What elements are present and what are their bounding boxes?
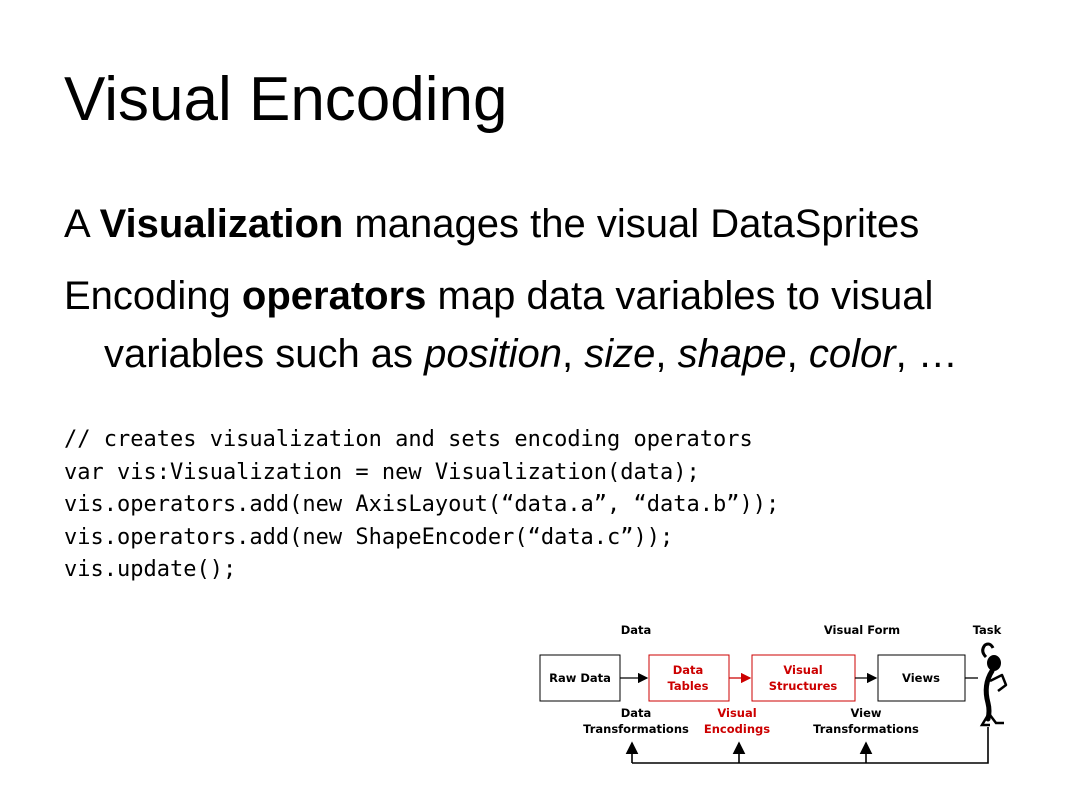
label-visual-encodings: Visual	[717, 706, 756, 720]
code-line: var vis:Visualization = new Visualizatio…	[64, 459, 700, 485]
label-view-transformations: View	[850, 706, 881, 720]
code-line: vis.operators.add(new AxisLayout(“data.a…	[64, 492, 780, 517]
term-shape: shape	[677, 332, 787, 376]
bullet-visualization: A Visualization manages the visual DataS…	[64, 200, 919, 248]
feedback-loop-line	[632, 727, 989, 764]
bullet-text: A	[64, 202, 100, 246]
bullet-text: manages the visual DataSprites	[343, 202, 920, 246]
label-data-transformations: Data	[621, 706, 652, 720]
code-line: // creates visualization and sets encodi…	[64, 427, 753, 452]
bullet-text: variables such as	[104, 332, 425, 376]
slide-title: Visual Encoding	[64, 65, 508, 134]
label-visual-form: Visual Form	[824, 623, 900, 637]
label-data-transformations: Transformations	[583, 722, 689, 736]
box-views-label: Views	[902, 671, 940, 685]
bullet-bold-term: Visualization	[99, 202, 344, 246]
box-raw-data-label: Raw Data	[549, 671, 611, 685]
bullet-bold-term: operators	[241, 274, 427, 318]
pipeline-diagram: Data Visual Form Task Raw Data Data Tabl…	[539, 623, 1008, 764]
label-visual-encodings: Encodings	[704, 722, 770, 736]
code-block: // creates visualization and sets encodi…	[64, 424, 779, 587]
code-line: vis.operators.add(new ShapeEncoder(“data…	[64, 524, 674, 550]
box-raw-data	[539, 654, 621, 702]
bullet-text: , …	[895, 332, 958, 376]
bullet-operators-continuation: variables such as position, size, shape,…	[104, 330, 958, 378]
box-views	[877, 654, 966, 702]
box-data-tables-label: Tables	[668, 679, 709, 693]
separator: ,	[655, 332, 678, 376]
box-data-tables	[648, 654, 730, 702]
box-visual-structures	[751, 654, 856, 702]
label-view-transformations: Transformations	[813, 722, 919, 736]
code-line: vis.update();	[64, 557, 237, 582]
bullet-operators: Encoding operators map data variables to…	[64, 272, 933, 320]
term-color: color	[808, 332, 896, 376]
term-size: size	[584, 332, 656, 376]
separator: ,	[562, 332, 585, 376]
user-figure-icon	[979, 642, 1008, 727]
box-data-tables-label: Data	[673, 663, 704, 677]
box-visual-structures-label: Visual	[783, 663, 822, 677]
label-task: Task	[973, 623, 1002, 637]
label-data: Data	[621, 623, 652, 637]
bullet-text: Encoding	[64, 274, 242, 318]
separator: ,	[786, 332, 809, 376]
box-visual-structures-label: Structures	[769, 679, 838, 693]
bullet-text: map data variables to visual	[426, 274, 934, 318]
term-position: position	[424, 332, 563, 376]
